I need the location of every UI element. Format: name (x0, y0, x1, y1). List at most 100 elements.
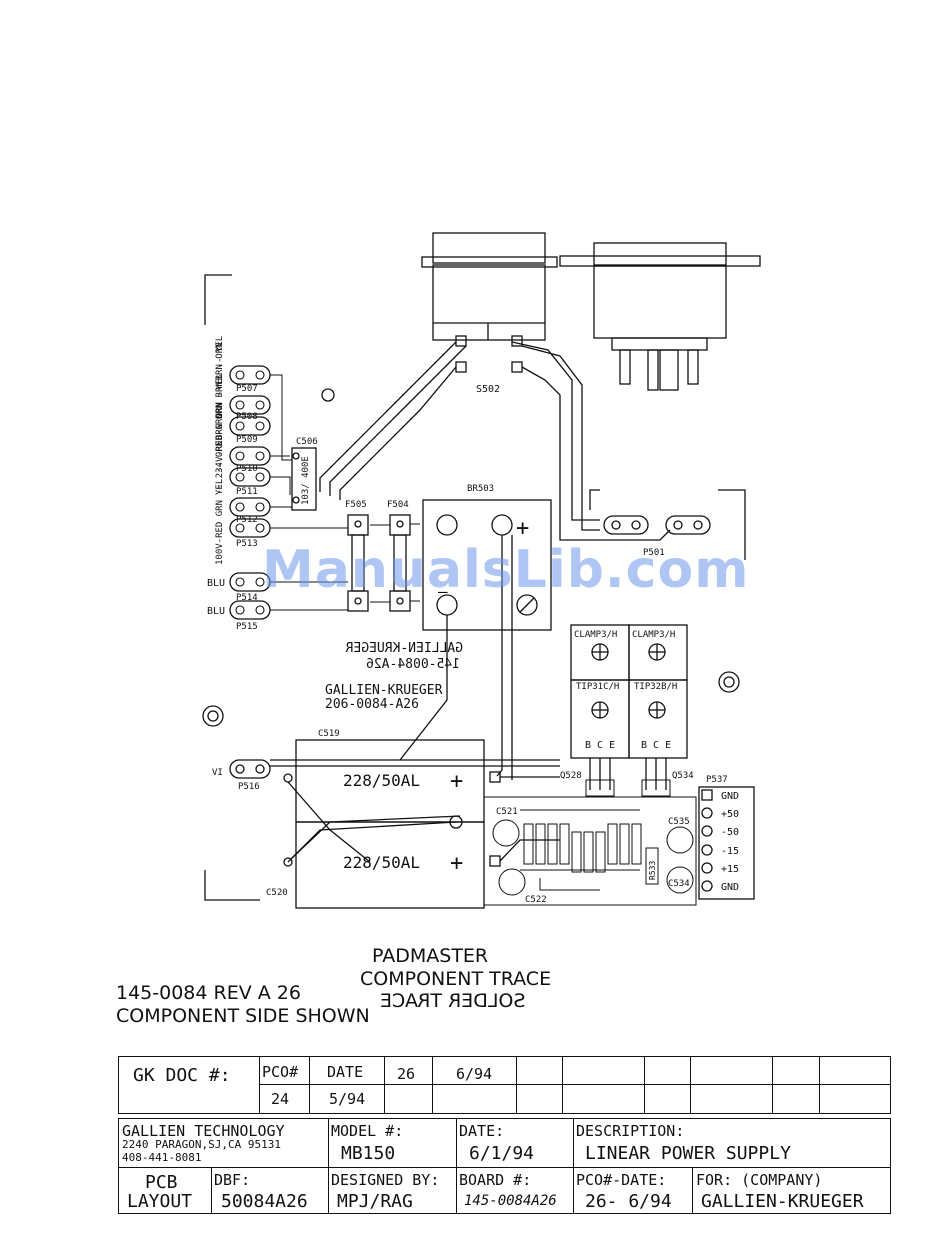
pcb-layout-drawing: S502 (202, 232, 761, 909)
bridge-minus-sign: — (438, 582, 448, 601)
transistor-heatsinks: CLAMP3/H CLAMP3/H TIP31C/H TIP32B/H B C … (570, 624, 688, 790)
pco-date-label: PCO#-DATE: (576, 1171, 667, 1189)
switch-traces (319, 341, 671, 541)
title-component-trace: COMPONENT TRACE (360, 968, 552, 990)
label-q528: Q528 (560, 771, 582, 781)
rev-date-1: 6/94 (456, 1065, 493, 1083)
wire-label-1: YEL -- YEL (215, 336, 225, 390)
board-value: 145-0084A26 (464, 1193, 557, 1209)
terminal-gnd-bottom: GND (721, 882, 739, 893)
rev-pco-2: 24 (271, 1090, 290, 1108)
label-p509: P509 (236, 435, 258, 445)
date-value: 6/1/94 (469, 1143, 535, 1164)
cap-value-1: 228/50AL (343, 771, 420, 790)
mirror-text-2: 145-0084-A26 (366, 657, 460, 672)
label-p512: P512 (236, 515, 258, 525)
label-c521: C521 (496, 807, 518, 817)
terminal-minus-15: -15 (721, 846, 739, 857)
label-clamp-1: CLAMP3/H (574, 630, 617, 640)
label-bce-1: B C E (585, 740, 615, 751)
rev-date-2: 5/94 (329, 1090, 366, 1108)
terminal-gnd-top: GND (721, 791, 739, 802)
label-tip32b: TIP32B/H (634, 682, 677, 692)
company-address: 2240 PARAGON,SJ,CA 95131 (122, 1138, 281, 1151)
cap-plus-1: + (450, 769, 463, 794)
date-label: DATE: (459, 1122, 505, 1140)
label-f504: F504 (387, 500, 409, 510)
title-solder-trace: SOLDER TRACE (380, 990, 526, 1012)
capacitor-c506: C506 103/ 400E (291, 437, 318, 511)
pco-date-value: 26- 6/94 (585, 1191, 672, 1212)
label-br503: BR503 (467, 484, 494, 494)
label-c519: C519 (318, 729, 340, 739)
dbf-value: 50084A26 (221, 1191, 308, 1212)
label-c535: C535 (668, 817, 690, 827)
label-p508: P508 (236, 412, 258, 422)
for-company-value: GALLIEN-KRUEGER (701, 1191, 864, 1212)
pcb-label: PCB (145, 1172, 178, 1193)
terminal-plus-50: +50 (721, 809, 739, 820)
rev-pco-1: 26 (397, 1065, 416, 1083)
title-padmaster: PADMASTER (372, 945, 489, 967)
label-blu-2: BLU (207, 606, 225, 617)
label-r533: R533 (648, 861, 657, 880)
revision-grid: GK DOC #: PCO# DATE 26 6/94 24 5/94 (118, 1056, 891, 1114)
date-header: DATE (327, 1063, 364, 1081)
label-q534: Q534 (672, 771, 694, 781)
pco-header: PCO# (262, 1063, 299, 1081)
designed-by-label: DESIGNED BY: (331, 1171, 440, 1189)
bridge-plus-sign: + (516, 516, 529, 541)
silkscreen-gk: GALLIEN-KRUEGER (325, 683, 443, 698)
title-block: GALLIEN TECHNOLOGY 2240 PARAGON,SJ,CA 95… (118, 1118, 891, 1214)
wire-label-4: 100V-RED GRN -- 234V-RED GRN (215, 413, 225, 565)
connector-p501: P501 (603, 515, 711, 558)
title-revision: 145-0084 REV A 26 (116, 982, 301, 1004)
designed-by-value: MPJ/RAG (337, 1191, 413, 1212)
wire-label-3: YEL -- ORN -- ORN BRN (215, 381, 225, 495)
label-p507: P507 (236, 384, 258, 394)
small-components: Q528 Q534 C521 C522 C535 C534 R533 (483, 771, 697, 906)
dbf-label: DBF: (214, 1171, 251, 1189)
corner-marks (204, 274, 746, 901)
label-p511: P511 (236, 487, 258, 497)
description-label: DESCRIPTION: (576, 1122, 685, 1140)
terminal-minus-50: -50 (721, 827, 739, 838)
label-p537: P537 (706, 775, 728, 785)
connector-traces (270, 374, 420, 611)
bridge-br503: BR503 + — (399, 484, 552, 780)
label-p516: P516 (238, 782, 260, 792)
label-c506: C506 (296, 437, 318, 447)
power-inlet (559, 242, 761, 391)
label-bce-2: B C E (641, 740, 671, 751)
label-tip31c: TIP31C/H (576, 682, 619, 692)
connector-p516: VI P516 (212, 759, 560, 792)
label-c534: C534 (668, 879, 690, 889)
label-c522: C522 (525, 895, 547, 905)
wire-label-2: BRN ORN -- BRN ORN (215, 342, 225, 440)
label-c520: C520 (266, 888, 288, 898)
label-s502: S502 (476, 384, 500, 395)
for-company-label: FOR: (COMPANY) (696, 1171, 823, 1189)
label-blu-1: BLU (207, 578, 225, 589)
label-p515: P515 (236, 622, 258, 632)
gk-doc-label: GK DOC #: (133, 1065, 231, 1086)
label-c506-value: 103/ 400E (301, 456, 311, 505)
model-label: MODEL #: (331, 1122, 404, 1140)
layout-label: LAYOUT (127, 1191, 193, 1212)
silkscreen-part: 206-0084-A26 (325, 697, 419, 712)
company-name: GALLIEN TECHNOLOGY (122, 1122, 285, 1140)
cap-plus-2: + (450, 851, 463, 876)
switch-s502: S502 (421, 232, 558, 395)
capacitors-c519-c520: C519 228/50AL 228/50AL + + C520 (266, 729, 560, 909)
label-p501: P501 (643, 548, 665, 558)
mirrored-silkscreen: GALLIEN-KRUEGER 145-0084-A26 GALLIEN-KRU… (325, 641, 463, 712)
cap-value-2: 228/50AL (343, 853, 420, 872)
company-phone: 408-441-8081 (122, 1151, 202, 1164)
label-p510: P510 (236, 464, 258, 474)
model-value: MB150 (341, 1143, 396, 1164)
title-component-side: COMPONENT SIDE SHOWN (116, 1005, 370, 1027)
label-vi: VI (212, 768, 223, 778)
description-value: LINEAR POWER SUPPLY (585, 1143, 791, 1164)
label-p513: P513 (236, 539, 258, 549)
left-connectors: P507 P508 P509 P510 P511 P512 P513 P514 … (207, 336, 271, 632)
